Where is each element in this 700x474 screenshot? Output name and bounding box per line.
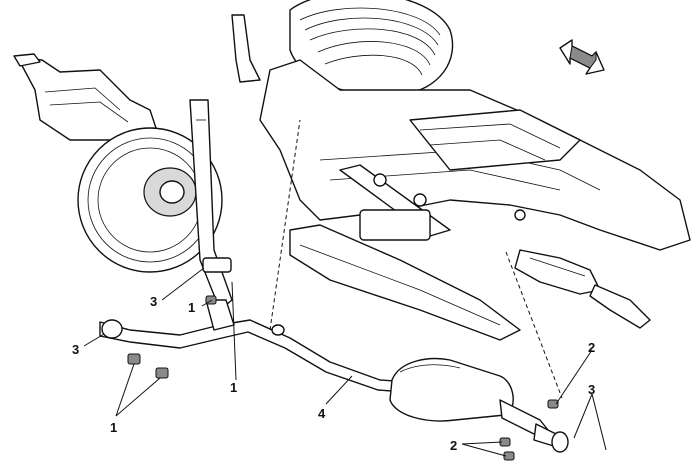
callout-2-upper: 2 (588, 340, 595, 355)
callout-4-pipe: 4 (318, 406, 326, 421)
leader-lines (83, 119, 607, 457)
intermediate-pipe (99, 299, 411, 393)
callout-1-center: 1 (230, 380, 237, 395)
front-pipe (189, 14, 261, 311)
callout-3-right: 3 (588, 382, 595, 397)
callout-3-upper: 3 (150, 294, 157, 309)
hardware (127, 295, 559, 461)
double-arrow-icon (559, 39, 605, 75)
upper-left-shield (13, 53, 163, 151)
callout-1-hangers: 1 (110, 420, 117, 435)
vehicle-frame (259, 59, 691, 341)
callout-1-upper-clamp: 1 (188, 300, 195, 315)
callout-2-lower: 2 (450, 438, 457, 453)
catalytic-converter (514, 249, 651, 329)
callout-3-left: 3 (72, 342, 79, 357)
left-tire (77, 127, 223, 273)
muffler (389, 357, 569, 453)
